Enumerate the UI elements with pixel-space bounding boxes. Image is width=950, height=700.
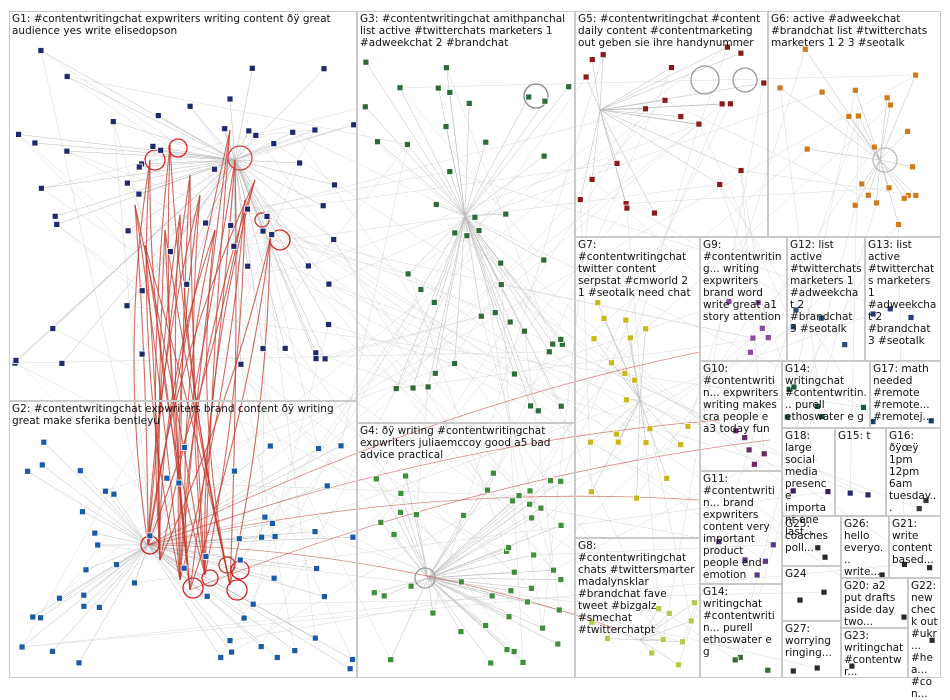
group-label-g16: G15: t xyxy=(838,430,883,442)
group-label-g20: G20: a2 put drafts aside day two... xyxy=(844,580,905,628)
group-box-g1: G1: #contentwritingchat expwriters writi… xyxy=(9,11,357,401)
group-label-g14: G14: writingchat #contentwritin... purel… xyxy=(703,586,779,658)
group-label-g15: G14: writingchat #contentwritin... purel… xyxy=(785,363,867,423)
group-label-g8: G8: #contentwritingchat chats #twittersm… xyxy=(578,540,697,636)
group-label-g27: G27: worrying ringing... xyxy=(785,623,838,659)
group-box-g16: G15: t xyxy=(835,428,886,516)
group-label-g13: G13: list active #twitterchats marketers… xyxy=(868,239,938,347)
group-box-g25: G25: coaches poll... xyxy=(782,516,841,566)
group-box-g23: G23: writingchat #contentwr... xyxy=(841,628,908,678)
group-box-g18: G17: math needed #remote #remote... #rem… xyxy=(870,361,941,428)
group-box-g6: G6: active #adweekchat #brandchat list #… xyxy=(768,11,941,237)
group-box-g13: G13: list active #twitterchats marketers… xyxy=(865,237,941,361)
group-box-g11: G11: #contentwritin... brand expwriters … xyxy=(700,471,782,584)
group-box-g14: G14: writingchat #contentwritin... purel… xyxy=(700,584,782,678)
group-label-g26: G26: hello everyo... write... xyxy=(844,518,886,578)
group-label-g10: G10: #contentwritin... expwriters writin… xyxy=(703,363,779,435)
group-box-g8: G8: #contentwritingchat chats #twittersm… xyxy=(575,538,700,678)
group-label-g24: G24 xyxy=(785,568,838,580)
group-label-g3: G3: #contentwritingchat amithpanchal lis… xyxy=(360,13,572,49)
group-label-g17: G16: ðÿœÿ 1pm 12pm 6am tuesday... xyxy=(889,430,938,514)
group-box-g24: G24 xyxy=(782,566,841,621)
group-box-g10: G10: #contentwritin... expwriters writin… xyxy=(700,361,782,471)
group-label-g25: G25: coaches poll... xyxy=(785,518,838,554)
group-box-g12: G12: list active #twitterchats marketers… xyxy=(787,237,865,361)
group-box-g3: G3: #contentwritingchat amithpanchal lis… xyxy=(357,11,575,423)
group-label-g12: G12: list active #twitterchats marketers… xyxy=(790,239,862,335)
group-label-g18: G17: math needed #remote #remote... #rem… xyxy=(873,363,938,423)
group-box-g15: G14: writingchat #contentwritin... purel… xyxy=(782,361,870,428)
group-label-g1: G1: #contentwritingchat expwriters writi… xyxy=(12,13,354,37)
group-label-g9: G9: #contentwriting... writing expwriter… xyxy=(703,239,784,323)
group-box-g4: G4: ðÿ writing #contentwritingchat expwr… xyxy=(357,423,575,678)
group-box-g19: G18: large social media presence importa… xyxy=(782,428,835,516)
group-label-g6: G6: active #adweekchat #brandchat list #… xyxy=(771,13,938,49)
group-box-g9: G9: #contentwriting... writing expwriter… xyxy=(700,237,787,361)
group-box-g17: G16: ðÿœÿ 1pm 12pm 6am tuesday... xyxy=(886,428,941,516)
group-label-g22: G22: new check out #ukr... #hea... #con.… xyxy=(911,580,938,700)
group-box-g2: G2: #contentwritingchat expwriters brand… xyxy=(9,401,357,678)
group-box-g5: G5: #contentwritingchat #content daily c… xyxy=(575,11,768,237)
group-label-g2: G2: #contentwritingchat expwriters brand… xyxy=(12,403,354,427)
group-box-g20: G20: a2 put drafts aside day two... xyxy=(841,578,908,628)
group-label-g7: G7: #contentwritingchat twitter content … xyxy=(578,239,697,299)
group-label-g4: G4: ðÿ writing #contentwritingchat expwr… xyxy=(360,425,572,461)
group-box-g26: G26: hello everyo... write... xyxy=(841,516,889,578)
group-label-g21: G21: write content based... xyxy=(892,518,938,566)
group-label-g23: G23: writingchat #contentwr... xyxy=(844,630,905,678)
group-box-g7: G7: #contentwritingchat twitter content … xyxy=(575,237,700,538)
group-label-g5: G5: #contentwritingchat #content daily c… xyxy=(578,13,765,49)
group-box-g27: G27: worrying ringing... xyxy=(782,621,841,678)
group-box-g21: G21: write content based... xyxy=(889,516,941,578)
group-label-g11: G11: #contentwritin... brand expwriters … xyxy=(703,473,779,581)
group-box-g22: G22: new check out #ukr... #hea... #con.… xyxy=(908,578,941,678)
